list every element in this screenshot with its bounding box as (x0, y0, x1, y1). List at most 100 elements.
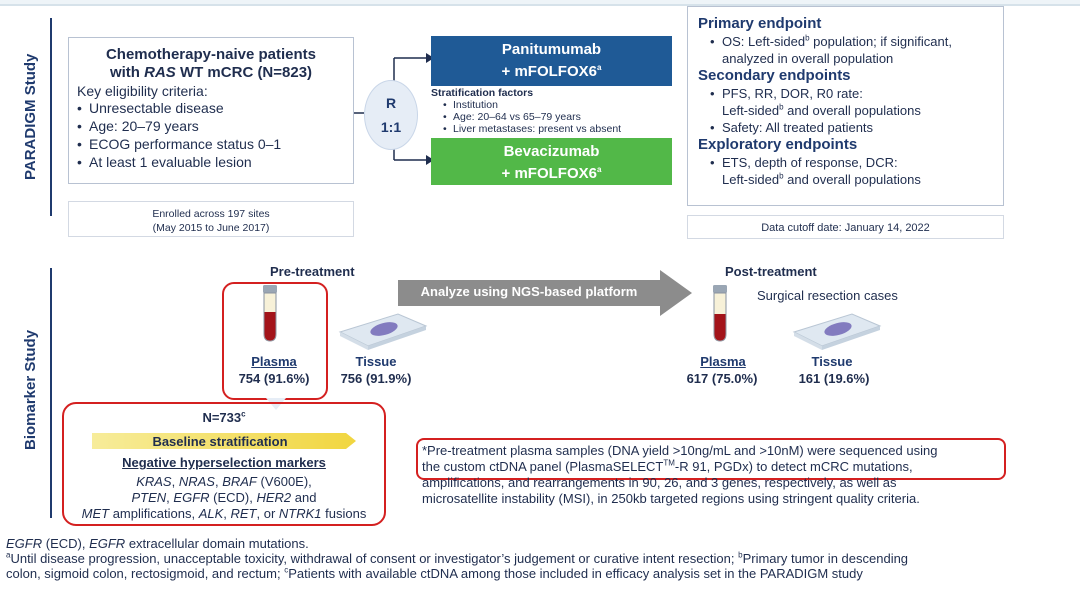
strat-title: Stratification factors (431, 87, 534, 99)
baseline-highlight (62, 402, 386, 526)
plasma-tube-icon (263, 285, 277, 342)
fn-ecd-desc: extracellular domain mutations. (125, 536, 309, 551)
fn-ecd: (ECD), (42, 536, 90, 551)
secondary-endpoint-list: PFS, RR, DOR, R0 rate: Left-sidedb and ov… (698, 85, 1003, 136)
criteria-item: Age: 20–79 years (77, 117, 353, 135)
secondary-1b-sup: b (779, 102, 784, 112)
footnote-line-3: colon, sigmoid colon, rectosigmoid, and … (6, 566, 1076, 581)
sequencing-note-highlight (416, 438, 1006, 480)
post-tissue-value: 161 (19.6%) (798, 371, 870, 386)
sep: , (223, 506, 231, 521)
strat-item: Liver metastases: present vs absent (431, 123, 676, 135)
marker-egfr: EGFR (173, 490, 210, 505)
randomization-ratio: 1:1 (380, 119, 402, 135)
patients-title-line2: with RAS WT mCRC (N=823) (77, 64, 345, 82)
post-plasma-value: 617 (75.0%) (686, 371, 758, 386)
marker-ret: RET (230, 506, 257, 521)
marker-her2: HER2 (256, 490, 292, 505)
note-line-4: microsatellite instability (MSI), in 250… (422, 491, 920, 506)
marker-egfr-suffix: (ECD), (209, 490, 257, 505)
exploratory-endpoint-list: ETS, depth of response, DCR:Left-sidedb … (698, 154, 1003, 188)
arm1-line2: + mFOLFOX6a (431, 61, 672, 83)
arm1-sup: a (596, 63, 602, 72)
marker-braf-suffix: (V600E), (256, 474, 312, 489)
title-post: WT mCRC (N=823) (175, 64, 313, 81)
primary-1b: population; if significant, (809, 34, 952, 49)
arm2-sup: a (596, 165, 602, 174)
note-line-2: the custom ctDNA panel (PlasmaSELECTTM-R… (422, 459, 1022, 475)
note-line-2a: the custom ctDNA panel (PlasmaSELECT (422, 459, 664, 474)
sep: , (171, 474, 179, 489)
pre-tissue-label: Tissue (355, 354, 397, 369)
marker-kras: KRAS (136, 474, 172, 489)
fn-egfr: EGFR (6, 536, 43, 551)
arm-bevacizumab: Bevacizumab + mFOLFOX6a (431, 138, 672, 185)
sequencing-note: *Pre-treatment plasma samples (DNA yield… (422, 443, 1022, 507)
criteria-header: Key eligibility criteria: (77, 83, 208, 99)
exploratory-1b-b: and overall populations (783, 172, 921, 187)
exploratory-endpoint-item: ETS, depth of response, DCR:Left-sidedb … (698, 154, 1003, 188)
sep: , (166, 490, 174, 505)
footnotes: EGFR (ECD), EGFR extracellular domain mu… (6, 536, 1076, 581)
funnel-connector (266, 398, 286, 410)
criteria-item: Unresectable disease (77, 99, 353, 117)
analyze-arrow (398, 270, 692, 316)
marker-line-2: PTEN, EGFR (ECD), HER2 and (62, 490, 386, 506)
baseline-stratification: Baseline stratification (152, 434, 288, 449)
enrolled-line1: Enrolled across 197 sites (152, 208, 270, 220)
marker-line-1: KRAS, NRAS, BRAF (V600E), (62, 474, 386, 490)
post-treatment-subtitle: Surgical resection cases (757, 288, 898, 303)
primary-1c: analyzed in overall population (722, 51, 894, 66)
criteria-item: At least 1 evaluable lesion (77, 153, 353, 171)
paradigm-side-bar (50, 18, 52, 216)
marker-or: , or (256, 506, 279, 521)
fn-b-text-cont: colon, sigmoid colon, rectosigmoid, and … (6, 566, 285, 581)
marker-fusions: fusions (321, 506, 367, 521)
strat-list: Institution Age: 20–64 vs 65–79 years Li… (431, 99, 676, 135)
cutoff-box: Data cutoff date: January 14, 2022 (687, 215, 1004, 239)
stratification-factors: Stratification factors Institution Age: … (431, 87, 676, 135)
fn-b-text: Primary tumor in descending (742, 551, 909, 566)
post-tissue-slide-icon (792, 313, 882, 350)
endpoints-box: Primary endpoint OS: Left-sidedb populat… (687, 6, 1004, 206)
analyze-label: Analyze using NGS-based platform (420, 284, 638, 299)
secondary-1b-a: Left-sided (722, 103, 780, 118)
sep: , (214, 474, 223, 489)
exploratory-endpoint-head: Exploratory endpoints (698, 136, 858, 153)
secondary-1b-b: and overall populations (783, 103, 921, 118)
post-plasma-label: Plasma (700, 354, 746, 369)
note-tm: TM (663, 458, 675, 468)
pre-treatment-title: Pre-treatment (270, 264, 355, 279)
primary-endpoint-item: OS: Left-sidedb population; if significa… (698, 33, 1003, 67)
primary-endpoint-head: Primary endpoint (698, 15, 822, 32)
enrolled-line2: (May 2015 to June 2017) (152, 222, 270, 234)
strat-item: Age: 20–64 vs 65–79 years (431, 111, 676, 123)
criteria-list: Unresectable disease Age: 20–79 years EC… (77, 99, 353, 171)
fn-sup-b: b (738, 550, 743, 560)
criteria-item: ECOG performance status 0–1 (77, 135, 353, 153)
randomization-r: R (385, 95, 397, 111)
patients-box: Chemotherapy-naive patients with RAS WT … (68, 37, 354, 184)
patients-title: Chemotherapy-naive patients with RAS WT … (77, 46, 345, 82)
fn-sup-a: a (6, 550, 11, 560)
n733-value: N=733 (202, 410, 242, 425)
note-line-1: *Pre-treatment plasma samples (DNA yield… (422, 443, 938, 458)
marker-and: and (291, 490, 317, 505)
exploratory-1: ETS, depth of response, DCR: (722, 155, 898, 170)
n733-sup: c (241, 409, 246, 419)
fn-egfr2: EGFR (89, 536, 126, 551)
paradigm-side-label: PARADIGM Study (22, 53, 39, 181)
fn-sup-c: c (284, 565, 289, 575)
biomarker-side-label: Biomarker Study (22, 329, 39, 451)
title-pre: with (109, 64, 145, 81)
arm2-line1: Bevacizumab (503, 143, 600, 160)
exploratory-1b-sup: b (779, 171, 784, 181)
post-treatment-title: Post-treatment (725, 264, 817, 279)
n733-label: N=733c (62, 410, 386, 425)
title-ras: RAS (144, 64, 176, 81)
fn-a-text: Until disease progression, unacceptable … (10, 551, 739, 566)
primary-endpoint-list: OS: Left-sidedb population; if significa… (698, 33, 1003, 67)
arm-panitumumab: Panitumumab + mFOLFOX6a (431, 36, 672, 86)
secondary-1: PFS, RR, DOR, R0 rate: (722, 86, 863, 101)
marker-braf: BRAF (222, 474, 257, 489)
